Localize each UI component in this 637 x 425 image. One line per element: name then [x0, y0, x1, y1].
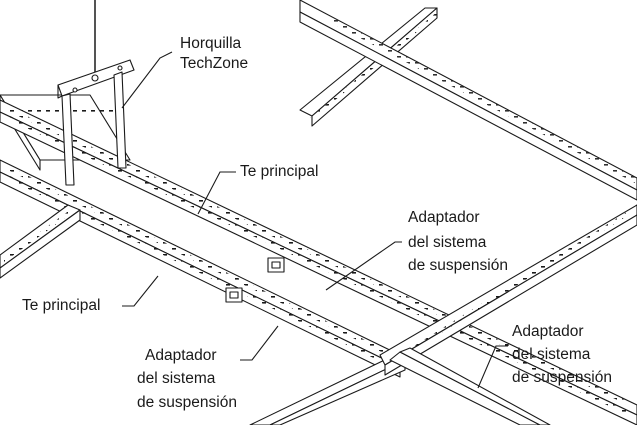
leader-bracket [121, 51, 173, 109]
label-adapter-right-3: de suspensión [512, 369, 612, 386]
leader-lines [121, 51, 508, 389]
label-main-tee-left: Te principal [22, 297, 100, 314]
suspension-adapter-lower [225, 287, 243, 303]
leader-adapter-right [477, 345, 508, 389]
leader-adapter-center [325, 241, 402, 291]
label-adapter-center-2: del sistema [408, 234, 487, 251]
cross-tee-center-lower [249, 354, 406, 425]
leader-main-tee-top [197, 171, 236, 215]
suspension-adapter-top [267, 257, 285, 273]
label-adapter-lower-2: del sistema [137, 370, 216, 387]
techzone-bracket [57, 59, 135, 186]
callout-labels: Horquilla TechZone Te principal Adaptado… [22, 35, 612, 411]
label-adapter-right-1: Adaptador [512, 323, 584, 340]
label-adapter-center-1: Adaptador [408, 209, 480, 226]
leader-adapter-lower [240, 325, 279, 361]
label-adapter-right-2: del sistema [512, 346, 591, 363]
cross-tee-right [379, 204, 637, 376]
cross-tee-lower-left [0, 204, 81, 279]
cross-tee-upper-right [299, 7, 438, 127]
label-adapter-lower-3: de suspensión [137, 394, 237, 411]
runner-lower-right [389, 347, 551, 425]
label-bracket-line2: TechZone [180, 55, 248, 72]
runner-top [299, 0, 637, 201]
label-main-tee-top: Te principal [240, 163, 318, 180]
label-bracket-line1: Horquilla [180, 35, 242, 52]
label-adapter-center-3: de suspensión [408, 257, 508, 274]
leader-main-tee-left [122, 275, 159, 307]
main-tee-lower [0, 159, 401, 378]
main-tee-top [0, 99, 637, 425]
label-adapter-lower-1: Adaptador [145, 347, 217, 364]
